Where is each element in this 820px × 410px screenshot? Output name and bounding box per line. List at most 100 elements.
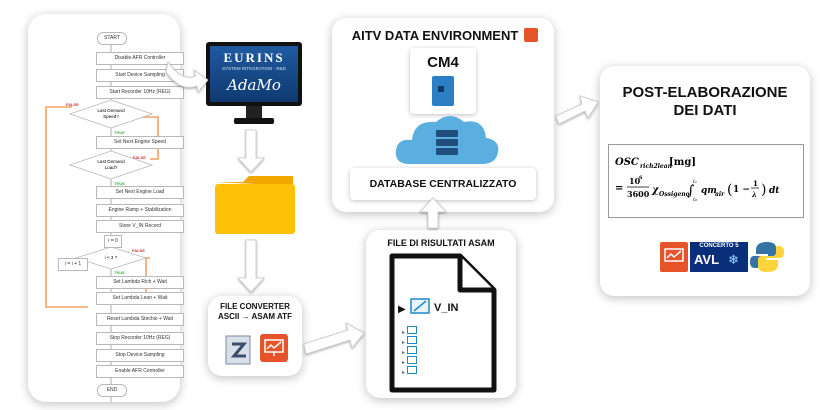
snowflake-icon: ❄ — [728, 252, 739, 267]
decision-i-label: i < 3 ? — [104, 255, 118, 260]
flowchart-connectors — [45, 44, 159, 402]
flow-start: START — [97, 32, 127, 45]
svg-text:χ: χ — [651, 185, 660, 196]
arrow-folder-to-converter — [237, 239, 265, 293]
arrow-aitv-to-post — [555, 95, 599, 125]
svg-text:1: 1 — [753, 179, 758, 188]
svg-text:OSC: OSC — [615, 157, 639, 168]
adamo-monitor: EURINS SYSTEM INTEGRATION - R&D AdaMo — [206, 42, 302, 126]
decision-speed-label: Last Demand Speed? — [97, 108, 125, 119]
expand-arrow-icon: ▶ — [398, 304, 406, 315]
arrow-adamo-to-folder — [237, 129, 265, 173]
svg-text:(: ( — [727, 182, 732, 198]
monitor-stand — [246, 106, 262, 118]
flow-step: Disable AFR Controller — [96, 52, 184, 65]
channel-item: ▸ — [402, 336, 417, 346]
arrow-asam-to-database — [419, 197, 447, 229]
false-label: FALSE — [133, 155, 146, 160]
svg-text:10: 10 — [629, 176, 641, 186]
flow-increment: i = i + 1 — [58, 258, 88, 271]
decision-load-label: Last Demand Load? — [97, 159, 125, 170]
svg-text:6: 6 — [639, 175, 643, 181]
ascii-scroll-icon — [225, 335, 251, 365]
converter-title-line1: FILE CONVERTER — [220, 302, 290, 311]
arrow-converter-to-asam — [303, 322, 365, 355]
svg-text:t₁: t₁ — [693, 179, 697, 185]
cm4-icon — [432, 76, 454, 106]
record-icon — [410, 298, 430, 314]
flowchart-panel: START Disable AFR Controller Start Devic… — [28, 14, 184, 402]
folder-icon — [215, 176, 295, 234]
svg-text:air: air — [715, 191, 725, 198]
flow-step: Stop Recorder 10Hz (REG) — [96, 332, 184, 345]
svg-text:rich2lean: rich2lean — [640, 163, 672, 170]
decision-speed — [68, 99, 154, 129]
svg-text:=: = — [615, 183, 623, 194]
aitv-card: AITV DATA ENVIRONMENT CM4 DATABASE CENTR… — [332, 18, 554, 212]
post-title-line2: DEI DATI — [673, 102, 737, 119]
svg-text:λ: λ — [751, 190, 757, 199]
database-box: DATABASE CENTRALIZZATO — [350, 168, 536, 200]
cloud-database-icon — [395, 116, 499, 164]
eurins-logo: EURINS — [223, 50, 285, 65]
arrow-flow-to-adamo — [165, 61, 209, 93]
flow-step: Start Recorder 10Hz (REG) — [96, 86, 184, 99]
flow-end: END — [97, 384, 127, 397]
python-icon — [750, 242, 784, 272]
svg-text:1 −: 1 − — [733, 185, 750, 195]
flow-step: Store V_IN Record — [96, 220, 184, 233]
record-channel-list: ▸ ▸ ▸ ▸ ▸ — [402, 326, 417, 376]
concerto-logo — [660, 242, 688, 272]
monitor-base — [234, 118, 274, 124]
channel-item: ▸ — [402, 346, 417, 356]
post-title-line1: POST-ELABORAZIONE — [622, 84, 788, 101]
monitor-screen: EURINS SYSTEM INTEGRATION - R&D AdaMo — [206, 42, 302, 106]
concerto-small-icon — [524, 28, 538, 42]
channel-item: ▸ — [402, 366, 417, 376]
svg-text:3600: 3600 — [627, 189, 650, 199]
true-label: TRUE — [114, 181, 125, 186]
flow-step: Enable AFR Controller — [96, 365, 184, 378]
document-icon — [389, 253, 497, 393]
svg-text:qm: qm — [701, 186, 717, 196]
decision-i — [74, 246, 148, 270]
post-card: POST-ELABORAZIONE DEI DATI OSC rich2lean… — [600, 66, 810, 296]
cm4-box: CM4 — [410, 48, 476, 114]
svg-text:Ossigeno: Ossigeno — [659, 191, 690, 198]
cm4-label: CM4 — [427, 54, 459, 71]
converter-title-line2: ASCII → ASAM ATF — [218, 312, 292, 321]
asam-title: FILE DI RISULTATI ASAM — [387, 238, 495, 248]
flow-step: Set Next Engine Speed — [96, 136, 184, 149]
eurins-tagline: SYSTEM INTEGRATION - R&D — [222, 66, 286, 71]
svg-text:dt: dt — [769, 186, 780, 196]
flow-step: Stop Device Sampling — [96, 349, 184, 362]
record-label: V_IN — [434, 302, 459, 314]
svg-text:∫: ∫ — [687, 183, 694, 199]
adamo-product: AdaMo — [227, 76, 281, 94]
concerto-icon — [260, 334, 288, 362]
flow-step: i = 0 — [104, 235, 122, 248]
true-label: TRUE — [114, 270, 125, 275]
svg-text:[mg]: [mg] — [669, 157, 696, 168]
asam-card: FILE DI RISULTATI ASAM ▶ V_IN ▸ ▸ ▸ ▸ ▸ — [366, 230, 516, 398]
decision-load — [68, 150, 154, 180]
true-label: TRUE — [114, 130, 125, 135]
false-label: FALSE — [132, 248, 145, 253]
concerto-label: CONCERTO 5 — [699, 243, 739, 249]
avl-label: AVL — [694, 252, 720, 267]
flow-step: Set Lambda Lean + Wait — [96, 292, 184, 305]
flow-step: Engine Ramp + Stabilization — [96, 204, 184, 217]
svg-text:t₀: t₀ — [693, 197, 697, 203]
flow-step: Set Next Engine Load — [96, 186, 184, 199]
flow-step: Reset Lambda Stechio + Wait — [96, 313, 184, 326]
false-label: FALSE — [66, 102, 79, 107]
flow-step: Start Device Sampling — [96, 69, 184, 82]
channel-item: ▸ — [402, 356, 417, 366]
concerto-avl-badge: CONCERTO 5 AVL ❄ — [690, 242, 748, 272]
database-label: DATABASE CENTRALIZZATO — [369, 178, 517, 190]
flow-step: Set Lambda Rich + Wait — [96, 276, 184, 289]
svg-text:): ) — [761, 182, 766, 198]
osc-formula: OSC rich2lean [mg] = 106 3600 χ Ossigeno… — [615, 157, 780, 203]
